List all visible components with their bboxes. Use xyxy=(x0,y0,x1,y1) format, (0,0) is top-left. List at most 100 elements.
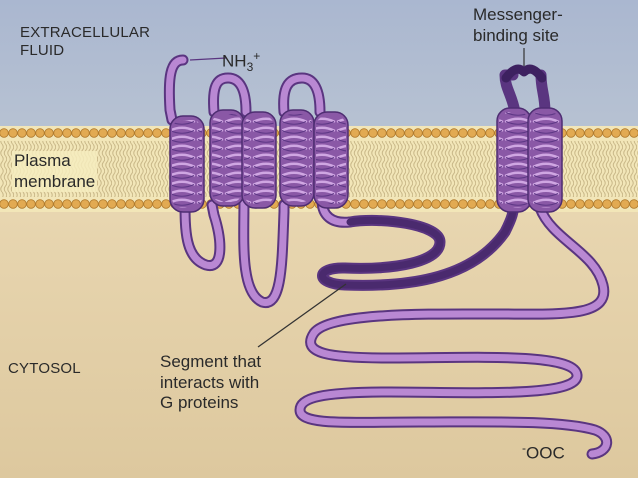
lipid-head xyxy=(8,199,18,209)
nh3-terminus-label: NH3+ xyxy=(222,49,260,75)
lipid-head xyxy=(26,199,36,209)
lipid-head xyxy=(431,199,441,209)
lipid-head xyxy=(449,199,459,209)
lipid-head xyxy=(467,128,477,138)
lipid-head xyxy=(404,199,414,209)
lipid-head xyxy=(8,128,18,138)
lipid-head xyxy=(98,199,108,209)
lipid-head xyxy=(629,199,638,209)
lipid-head xyxy=(71,128,81,138)
g-protein-segment-label: Segment that interacts with G proteins xyxy=(160,352,261,414)
extracellular-label-line2: FLUID xyxy=(20,42,65,60)
lipid-head xyxy=(593,128,603,138)
messenger-label-line1: Messenger- xyxy=(473,5,563,24)
lipid-head xyxy=(566,128,576,138)
segment-label-line2: interacts with xyxy=(160,372,260,392)
lipid-head xyxy=(485,199,495,209)
lipid-head xyxy=(134,199,144,209)
plasma-membrane-label: Plasma membrane xyxy=(12,151,98,193)
lipid-head xyxy=(350,128,360,138)
lipid-head xyxy=(350,199,360,209)
lipid-head xyxy=(485,128,495,138)
lipid-head xyxy=(440,128,450,138)
lipid-head xyxy=(620,199,630,209)
lipid-head xyxy=(458,128,468,138)
lipid-head xyxy=(107,199,117,209)
lipid-head xyxy=(422,199,432,209)
lipid-head xyxy=(125,128,135,138)
nh3-leader-line xyxy=(189,57,227,61)
lipid-head xyxy=(17,128,27,138)
lipid-head xyxy=(377,128,387,138)
lipid-head xyxy=(35,199,45,209)
messenger-binding-label: Messenger- binding site xyxy=(473,5,563,46)
lipid-head xyxy=(413,199,423,209)
lipid-head xyxy=(359,128,369,138)
lipid-head xyxy=(161,128,171,138)
lipid-head xyxy=(80,128,90,138)
lipid-head xyxy=(152,128,162,138)
lipid-head xyxy=(611,199,621,209)
segment-label-line3: G proteins xyxy=(160,393,239,413)
lipid-head xyxy=(629,128,638,138)
lipid-head xyxy=(71,199,81,209)
lipid-head xyxy=(413,128,423,138)
lipid-head xyxy=(53,128,63,138)
lipid-head xyxy=(395,128,405,138)
lipid-head xyxy=(467,199,477,209)
lipid-head xyxy=(575,128,585,138)
lipid-head xyxy=(422,128,432,138)
messenger-binding-site xyxy=(501,64,547,83)
lipid-head xyxy=(386,199,396,209)
lipid-head xyxy=(53,199,63,209)
lipid-head xyxy=(44,128,54,138)
lipid-head xyxy=(89,199,99,209)
lipid-head xyxy=(620,128,630,138)
transmembrane-helices xyxy=(169,107,563,213)
lipid-head xyxy=(161,199,171,209)
lipid-head xyxy=(611,128,621,138)
lipid-head xyxy=(566,199,576,209)
cytosol-region xyxy=(0,212,638,478)
lipid-head xyxy=(26,128,36,138)
lipid-head xyxy=(98,128,108,138)
segment-label-line1: Segment that xyxy=(160,352,262,371)
g-protein-segment xyxy=(319,196,518,289)
lipid-head xyxy=(143,128,153,138)
lipid-head xyxy=(476,128,486,138)
lipid-head xyxy=(0,199,9,209)
lipid-head xyxy=(377,199,387,209)
lipid-head xyxy=(395,199,405,209)
lipid-head xyxy=(17,199,27,209)
lipid-head xyxy=(89,128,99,138)
cooh-text: OOC xyxy=(526,443,565,463)
receptor-protein xyxy=(163,54,613,460)
lipid-head xyxy=(404,128,414,138)
lipid-head xyxy=(575,199,585,209)
nh3-base: NH xyxy=(222,51,247,71)
nh3-subscript: 3 xyxy=(246,60,254,75)
lipid-head xyxy=(602,128,612,138)
lipid-head xyxy=(44,199,54,209)
segment-leader-line xyxy=(257,283,347,348)
cooh-terminus-label: -OOC xyxy=(522,441,565,464)
lipid-head xyxy=(80,199,90,209)
cytosol-label: CYTOSOL xyxy=(8,360,81,377)
lipid-head xyxy=(602,199,612,209)
lipid-head xyxy=(368,199,378,209)
lipid-head xyxy=(125,199,135,209)
lipid-head xyxy=(593,199,603,209)
extracellular-label-line1: EXTRACELLULAR xyxy=(20,24,151,41)
lipid-head xyxy=(116,199,126,209)
extracellular-label: EXTRACELLULAR FLUID xyxy=(20,24,150,61)
plasma-label-line1: Plasma xyxy=(12,151,98,172)
messenger-label-line2: binding site xyxy=(473,25,560,45)
lipid-head xyxy=(62,128,72,138)
lipid-head xyxy=(35,128,45,138)
lipid-head xyxy=(134,128,144,138)
lipid-head xyxy=(386,128,396,138)
lipid-head xyxy=(449,128,459,138)
lipid-head xyxy=(584,199,594,209)
cooh-minus: - xyxy=(522,441,526,455)
